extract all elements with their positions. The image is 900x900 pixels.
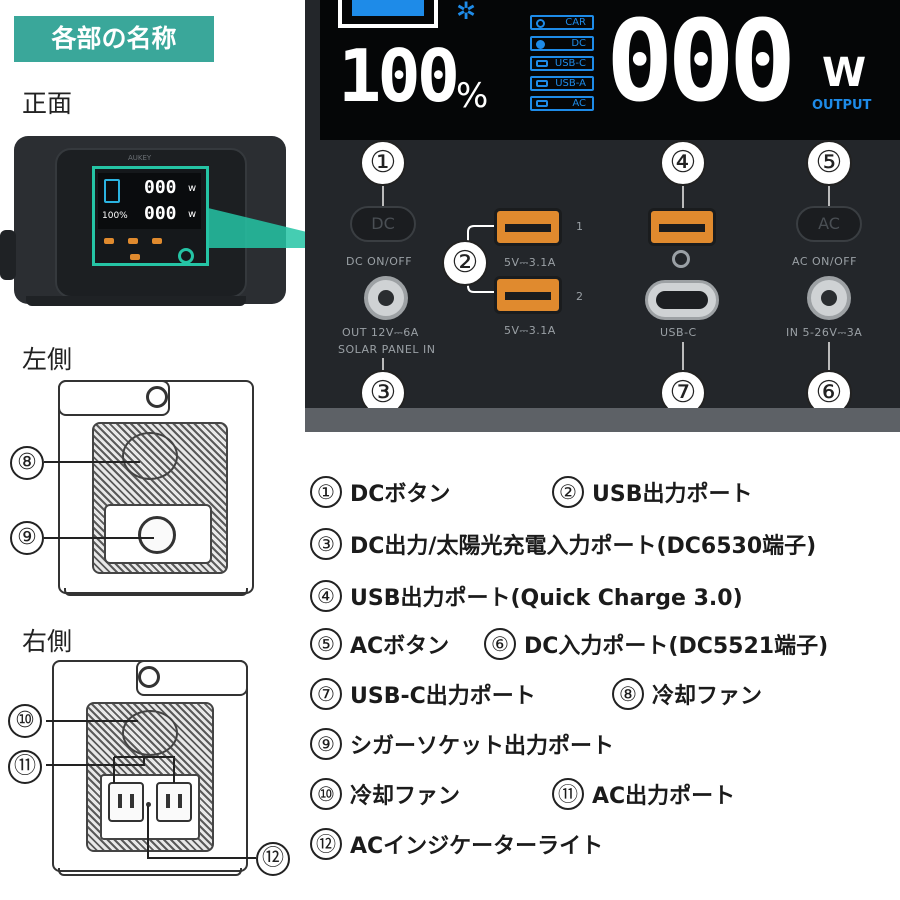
fan-circle-icon: [122, 710, 178, 756]
marker-10: ⑩: [8, 704, 42, 738]
fan-circle-icon: [122, 432, 178, 480]
left-view-label: 左側: [22, 345, 73, 374]
leader-line-8: [44, 461, 140, 463]
marker-1: ①: [360, 140, 406, 186]
marker-8: ⑧: [10, 446, 44, 480]
front-handle: [0, 230, 16, 280]
front-power-icon: [178, 248, 194, 264]
front-reading-bottom: 000: [144, 203, 177, 224]
quick-charge-icon: [672, 250, 690, 268]
front-brand-logo: AUKEY: [128, 154, 152, 162]
left-base: [64, 588, 248, 596]
right-view-label: 右側: [22, 627, 73, 656]
fan-icon: ✲: [456, 0, 477, 25]
section-title: 各部の名称: [14, 16, 214, 62]
usb-c-port: [645, 280, 719, 320]
leader-line-3: [382, 358, 384, 372]
solar-in-label: SOLAR PANEL IN: [338, 343, 436, 356]
dc-power-button[interactable]: DC: [350, 206, 416, 242]
front-unit-top: w: [188, 183, 197, 194]
usb-a-rating-1: 5V⎓3.1A: [504, 256, 556, 269]
battery-icon: [104, 179, 120, 203]
battery-gauge-icon: [338, 0, 438, 28]
leader-line-1: [382, 186, 384, 206]
leader-line-7: [682, 342, 684, 370]
front-usb-port-icon: [130, 254, 140, 260]
ac-indicator-light: [146, 802, 151, 807]
usb-a-rating-2: 5V⎓3.1A: [504, 324, 556, 337]
usb-a-index-1: 1: [576, 220, 584, 233]
cigarette-socket: [138, 516, 176, 554]
marker-5: ⑤: [806, 140, 852, 186]
ac-outlet-left: [108, 782, 144, 822]
dc-output-port: [364, 276, 408, 320]
dc-input-port: [807, 276, 851, 320]
ac-outlet-right: [156, 782, 192, 822]
output-watt-readout: 000: [606, 0, 796, 127]
mode-indicator-dc: DC: [530, 36, 594, 51]
usb-a-index-2: 2: [576, 290, 584, 303]
panel-bottom-edge: [305, 408, 900, 432]
battery-percent-readout: 100: [338, 34, 460, 118]
mode-indicator-car: CAR: [530, 15, 594, 30]
leader-line-9: [44, 537, 154, 539]
marker-11: ⑪: [8, 750, 42, 784]
front-mini-screen: 000 w 100% 000 w: [98, 173, 201, 229]
leader-line-6: [828, 342, 830, 370]
front-base: [26, 296, 246, 306]
handle-hinge-icon: [138, 666, 160, 688]
front-unit-bottom: w: [188, 209, 197, 220]
marker-12: ⑫: [256, 842, 290, 876]
front-usb-port-icon: [128, 238, 138, 244]
dc-out-label: OUT 12V⎓6A: [342, 326, 419, 339]
mode-indicator-ac: AC: [530, 96, 594, 111]
handle-hinge-icon: [146, 386, 168, 408]
front-usb-port-icon: [152, 238, 162, 244]
front-percent: 100%: [102, 211, 128, 221]
marker-2: ②: [442, 240, 488, 286]
leader-line-11: [46, 756, 175, 783]
ac-button-label: AC ON/OFF: [792, 255, 857, 268]
mode-indicator-usb-a: USB-A: [530, 76, 594, 91]
leader-line-10: [46, 720, 138, 722]
usb-a-port-2: [494, 276, 562, 314]
marker-4: ④: [660, 140, 706, 186]
front-reading-top: 000: [144, 177, 177, 198]
output-label: OUTPUT: [812, 98, 872, 113]
ac-power-button[interactable]: AC: [796, 206, 862, 242]
output-unit: W: [822, 50, 867, 96]
percent-sign: %: [456, 76, 489, 116]
usb-a-port-1: [494, 208, 562, 246]
usb-c-label: USB-C: [660, 326, 697, 339]
dc-in-label: IN 5-26V⎓3A: [786, 326, 863, 339]
dc-button-label: DC ON/OFF: [346, 255, 413, 268]
right-base: [58, 868, 242, 876]
leader-line-5: [828, 186, 830, 206]
marker-9: ⑨: [10, 521, 44, 555]
front-view-label: 正面: [22, 89, 73, 118]
usb-qc-port: [648, 208, 716, 246]
leader-line-4: [682, 186, 684, 208]
leader-line-12: [147, 806, 256, 859]
lcd-screen: [320, 0, 900, 140]
mode-indicator-usb-c: USB-C: [530, 56, 594, 71]
front-usb-port-icon: [104, 238, 114, 244]
